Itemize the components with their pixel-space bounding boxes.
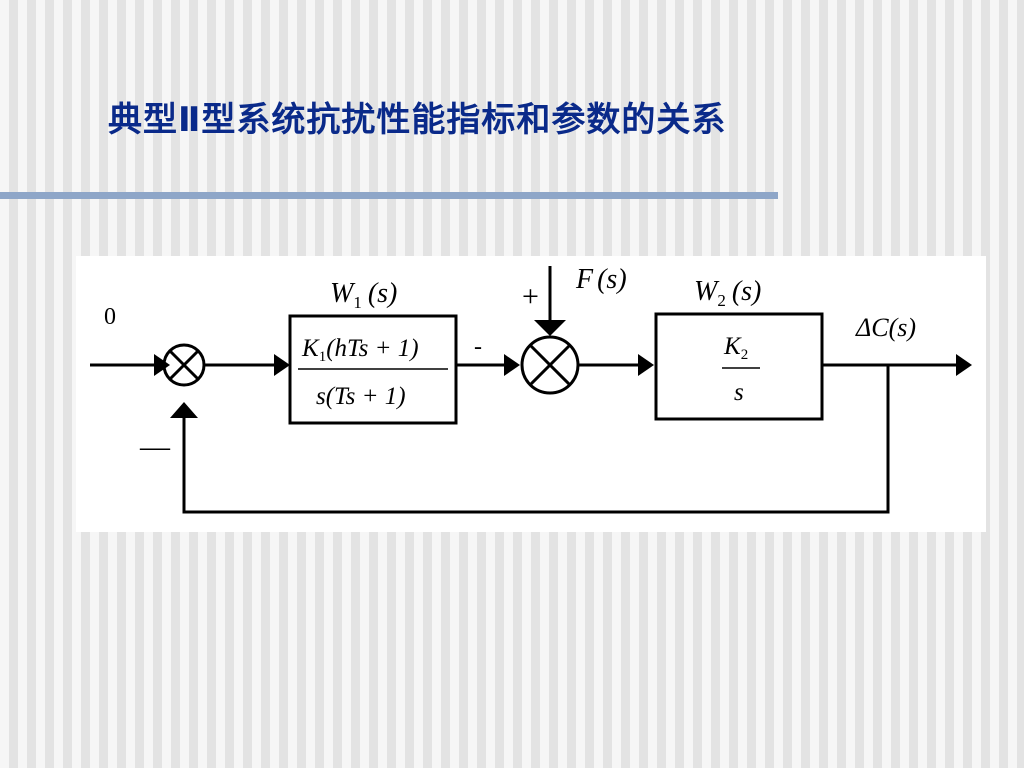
block1-denominator: s(Ts + 1) <box>316 383 406 410</box>
block1-numerator-sub: 1 <box>319 349 327 365</box>
feedback-arrow <box>170 402 198 418</box>
feedback-path <box>182 365 890 514</box>
block1-label-main: W <box>330 278 356 309</box>
feedback-sign: — <box>139 430 171 463</box>
block-diagram: 0 — + - W1(s) K1(hTs + 1) s(Ts + 1) F(s)… <box>90 264 972 514</box>
block1-numerator-K: K <box>301 335 320 362</box>
block2-label-main: W <box>694 276 720 307</box>
block1-input-arrow <box>274 354 290 376</box>
disturbance-label-arg: (s) <box>597 264 627 295</box>
block-2 <box>654 312 824 421</box>
output-label: ΔC(s) <box>855 313 916 342</box>
block1-label: W1 (s) <box>330 278 397 312</box>
block2-numerator-K: K <box>723 333 742 360</box>
block2-label: W2 (s) <box>694 276 761 310</box>
block2-input-arrow <box>638 354 654 376</box>
title-divider <box>0 192 778 199</box>
block1-label-arg: (s) <box>368 278 398 309</box>
block2-numerator: K2 <box>723 333 748 363</box>
slide-title: 典型Ⅱ型系统抗扰性能指标和参数的关系 <box>108 100 727 140</box>
junction2-left-arrow <box>504 354 520 376</box>
block1-label-sub: 1 <box>353 293 362 312</box>
block2-label-arg: (s) <box>732 276 762 307</box>
disturbance-label-main: F <box>575 264 594 295</box>
block2-denominator: s <box>734 379 744 406</box>
input-value-label: 0 <box>104 304 116 330</box>
disturbance-sign: + <box>522 280 539 313</box>
disturbance-label: F(s) <box>575 264 627 295</box>
disturbance-arrow <box>534 320 566 336</box>
block2-label-sub: 2 <box>717 291 726 310</box>
forward-sign: - <box>474 334 482 360</box>
block1-numerator-rest: (hTs + 1) <box>326 335 418 362</box>
input-arrow <box>154 354 170 376</box>
output-arrow <box>956 354 972 376</box>
block-diagram-panel: 0 — + - W1(s) K1(hTs + 1) s(Ts + 1) F(s)… <box>76 256 986 532</box>
summing-junction-2 <box>520 335 580 395</box>
block1-numerator: K1(hTs + 1) <box>301 335 419 365</box>
block2-numerator-sub: 2 <box>741 347 749 363</box>
